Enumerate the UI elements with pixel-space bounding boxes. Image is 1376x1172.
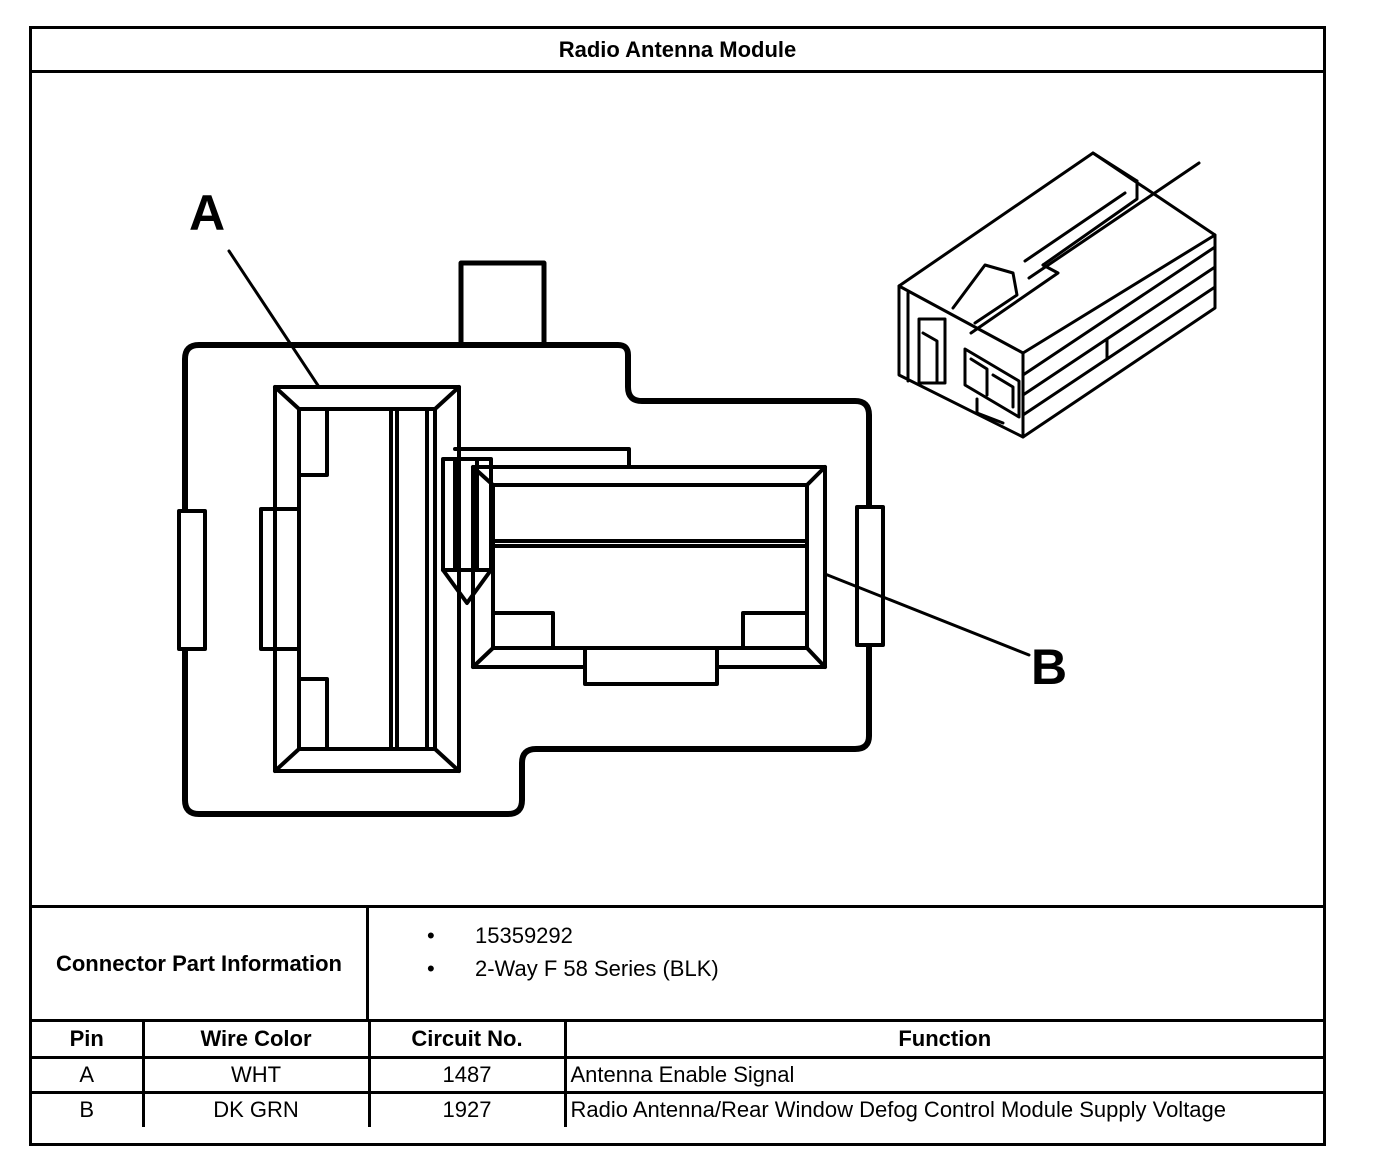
- callout-b-leader: [823, 572, 1031, 657]
- left-side-latch: [177, 509, 207, 651]
- header-pin: Pin: [32, 1022, 145, 1059]
- callout-b-label: B: [1031, 639, 1067, 695]
- header-wire-color: Wire Color: [141, 1022, 371, 1059]
- function-cell: Radio Antenna/Rear Window Defog Control …: [563, 1090, 1323, 1127]
- connector-info-list: • 15359292 • 2-Way F 58 Series (BLK): [369, 908, 1323, 1019]
- function-cell: Antenna Enable Signal: [563, 1055, 1323, 1094]
- callout-a-leader: [227, 249, 321, 389]
- part-number: 15359292: [475, 923, 573, 948]
- pin-table: Pin Wire Color Circuit No. Function A WH…: [32, 1022, 1323, 1127]
- right-side-latch: [855, 505, 885, 647]
- table-row: B DK GRN 1927 Radio Antenna/Rear Window …: [32, 1090, 1323, 1127]
- callout-a-label: A: [189, 185, 225, 241]
- bullet-icon: •: [427, 956, 435, 981]
- circuit-cell: 1927: [367, 1090, 567, 1127]
- pin-cell: B: [32, 1090, 145, 1127]
- circuit-cell: 1487: [367, 1055, 567, 1094]
- table-row: A WHT 1487 Antenna Enable Signal: [32, 1055, 1323, 1094]
- connector-series: 2-Way F 58 Series (BLK): [475, 956, 719, 981]
- housing-top-tab: [458, 260, 547, 348]
- cavity-a: [259, 385, 461, 773]
- bullet-icon: •: [427, 923, 435, 948]
- connector-info-label: Connector Part Information: [32, 908, 369, 1019]
- connector-sheet: Radio Antenna Module: [29, 26, 1326, 1146]
- header-function: Function: [563, 1022, 1323, 1059]
- connector-face-diagram: A B: [177, 151, 1217, 817]
- connector-part-information: Connector Part Information • 15359292 • …: [32, 905, 1323, 1022]
- connector-housing-outline: [182, 342, 872, 817]
- connector-isometric-illustration: [897, 151, 1217, 439]
- header-circuit: Circuit No.: [367, 1022, 567, 1059]
- pin-cell: A: [32, 1055, 145, 1094]
- wire-color-cell: DK GRN: [141, 1090, 371, 1127]
- pin-table-header: Pin Wire Color Circuit No. Function: [32, 1022, 1323, 1059]
- wire-color-cell: WHT: [141, 1055, 371, 1094]
- page-title: Radio Antenna Module: [32, 29, 1323, 73]
- cavity-b: [441, 447, 827, 686]
